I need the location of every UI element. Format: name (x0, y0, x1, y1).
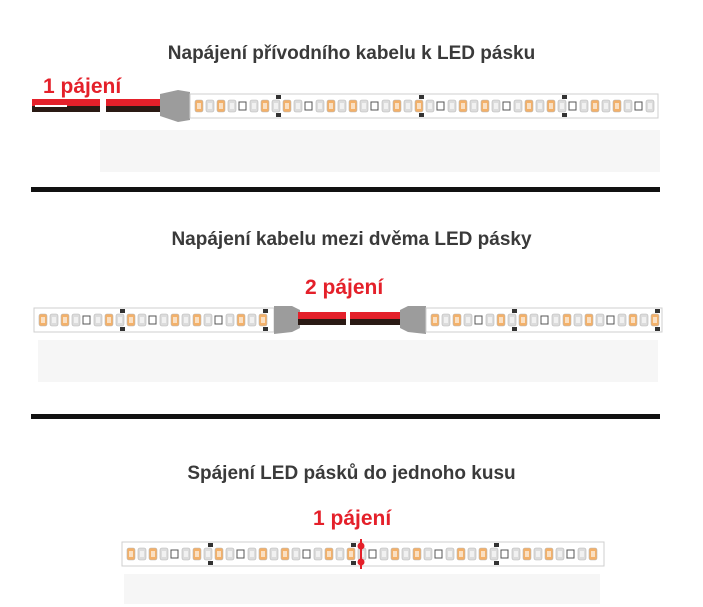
resistor (566, 549, 575, 559)
cable-to-strip-illustration (32, 90, 659, 122)
resistor (502, 101, 511, 111)
section-3-solder-label: 1 pájení (313, 507, 392, 530)
resistor (304, 101, 313, 111)
solder-joint (357, 539, 365, 569)
led-strip (425, 307, 663, 333)
resistor (368, 549, 377, 559)
resistor (634, 101, 643, 111)
section-1-solder-label: 1 pájení (43, 75, 122, 98)
resistor (82, 315, 91, 325)
wire-connector (160, 90, 190, 122)
red-wire (350, 312, 402, 319)
resistor (236, 549, 245, 559)
wire-connector (400, 306, 426, 334)
section-divider (31, 187, 660, 192)
strip-reflection (38, 340, 658, 382)
resistor (148, 315, 157, 325)
resistor (606, 315, 615, 325)
resistor (238, 101, 247, 111)
black-wire (32, 106, 100, 112)
red-wire (106, 99, 164, 106)
black-wire (298, 319, 346, 325)
red-wire (32, 99, 100, 106)
resistor (214, 315, 223, 325)
section-1-title: Napájení přívodního kabelu k LED pásku (167, 43, 536, 64)
resistor (500, 549, 509, 559)
resistor (474, 315, 483, 325)
black-wire (106, 106, 164, 112)
resistor (568, 101, 577, 111)
section-2-solder-label: 2 pájení (305, 276, 384, 299)
resistor (436, 101, 445, 111)
strip-reflection (124, 574, 600, 604)
strip-reflection (100, 130, 660, 172)
led-strip (33, 307, 275, 333)
section-divider (31, 414, 660, 419)
led-strip (121, 541, 605, 567)
led-strip (189, 93, 659, 119)
section-3-title: Spájení LED pásků do jednoho kusu (187, 463, 516, 484)
cable-between-strips-illustration (33, 306, 663, 334)
resistor (170, 549, 179, 559)
resistor (302, 549, 311, 559)
wire-connector (274, 306, 300, 334)
resistor (370, 101, 379, 111)
red-wire (298, 312, 346, 319)
resistor (434, 549, 443, 559)
resistor (540, 315, 549, 325)
section-2-title: Napájení kabelu mezi dvěma LED pásky (171, 229, 532, 250)
strip-to-strip-illustration (121, 539, 605, 569)
black-wire (350, 319, 402, 325)
